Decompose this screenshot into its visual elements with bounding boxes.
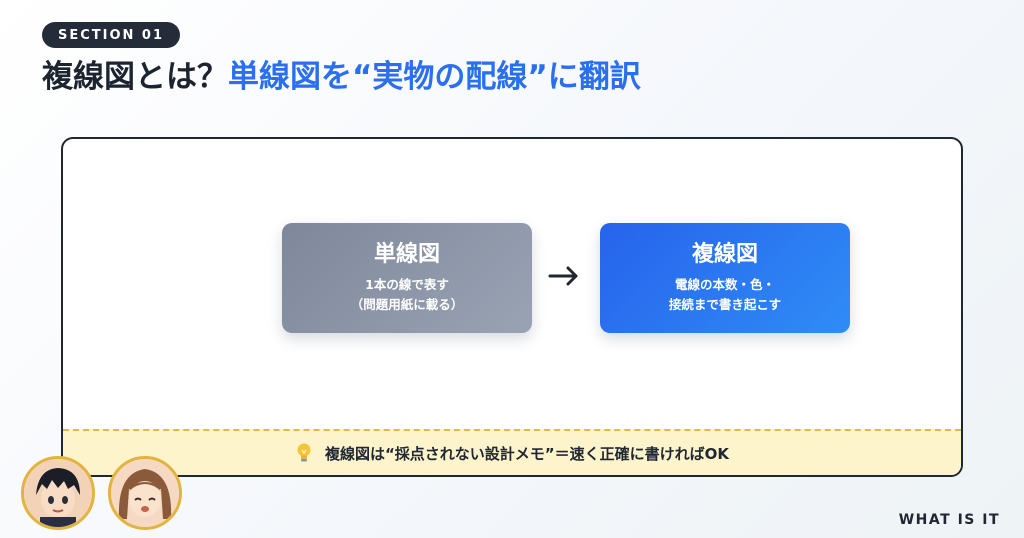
- avatar-girl: [108, 456, 182, 530]
- memo-banner: 複線図は“採点されない設計メモ”＝速く正確に書ければOK: [63, 429, 961, 475]
- single-line-diagram-box: 単線図 1本の線で表す （問題用紙に載る）: [282, 223, 532, 333]
- memo-text: 複線図は“採点されない設計メモ”＝速く正確に書ければOK: [324, 444, 730, 463]
- multi-line-desc-2: 接続まで書き起こす: [668, 297, 782, 312]
- multi-line-diagram-box: 複線図 電線の本数・色・ 接続まで書き起こす: [600, 223, 850, 333]
- single-line-desc-1: 1本の線で表す: [365, 277, 449, 292]
- lightbulb-icon: [297, 443, 311, 462]
- footer-label: WHAT IS IT: [898, 512, 1000, 528]
- multi-line-desc-1: 電線の本数・色・: [674, 277, 775, 292]
- page-title: 複線図とは？単線図を“実物の配線”に翻訳: [42, 56, 641, 98]
- girl-illustration: [111, 459, 179, 527]
- title-highlight: 単線図を“実物の配線”に翻訳: [228, 59, 641, 95]
- title-main: 複線図とは？: [42, 59, 228, 95]
- single-line-title: 単線図: [373, 242, 440, 267]
- section-badge: SECTION 01: [42, 22, 180, 48]
- arrow-right-icon: [548, 266, 578, 286]
- single-line-desc-2: （問題用紙に載る）: [350, 297, 464, 312]
- diagram-panel: 単線図 1本の線で表す （問題用紙に載る） 複線図 電線の本数・色・ 接続まで書…: [61, 137, 963, 477]
- boy-illustration: [24, 459, 92, 527]
- multi-line-title: 複線図: [691, 242, 758, 267]
- avatar-boy: [21, 456, 95, 530]
